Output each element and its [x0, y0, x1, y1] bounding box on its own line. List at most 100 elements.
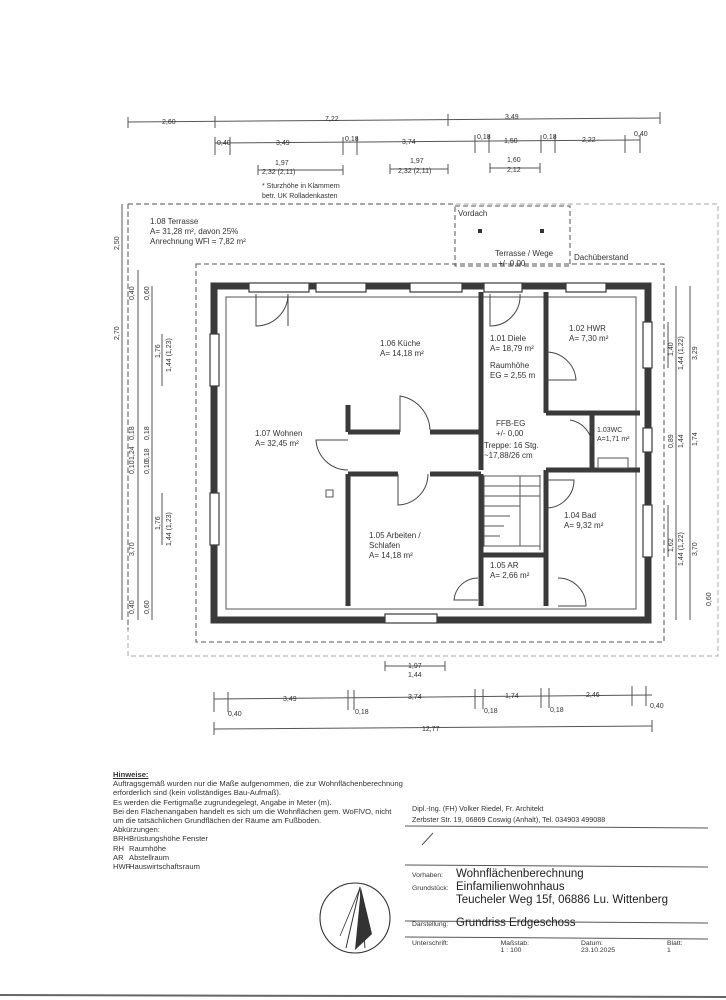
top-dimension-lines	[127, 112, 661, 175]
dim-bottom-r1-2: 1,44	[408, 672, 422, 679]
room-wc-area: A=1,71 m²	[597, 436, 630, 443]
interior-walls	[345, 292, 640, 606]
room-hall-id: 1.01 Diele	[490, 334, 527, 343]
dim-right-7: 1,62	[668, 538, 675, 552]
room-bedroom-name: Schlafen	[369, 541, 400, 550]
roof-overhang-label: Dachüberstand	[574, 253, 628, 262]
dim-right-5: 1,44	[678, 434, 685, 448]
dim-top-r3-2: 2,32 (2,11)	[262, 169, 295, 176]
room-bath-area: A= 9,32 m²	[564, 521, 604, 530]
drawing-value: Grundriss Erdgeschoss	[456, 917, 576, 929]
project-value: Wohnflächenberechnung	[456, 868, 584, 880]
dim-top-r3-6: 2,12	[507, 167, 521, 174]
window-wc	[642, 427, 653, 453]
window-kitchen-mid	[315, 282, 367, 293]
room-wc-id: 1.03WC	[597, 427, 622, 434]
dim-top-r2-8: 2,22	[582, 137, 596, 144]
dim-left-5: 1,76	[155, 344, 162, 358]
architect-name: Dipl.-Ing. (FH) Volker Riedel, Fr. Archi…	[412, 804, 544, 813]
terrace-outline	[127, 203, 719, 657]
room-labels: 1.06 Küche A= 14,18 m² 1.01 Diele A= 18,…	[255, 324, 630, 580]
window-kitchen-right	[409, 282, 463, 293]
dim-top-r3-1: 1,97	[275, 160, 289, 167]
room-kitchen-area: A= 14,18 m²	[380, 349, 424, 358]
scale-value: 1 : 100	[500, 947, 522, 954]
column-marker	[325, 489, 334, 498]
bottom-dimension-lines	[213, 661, 653, 735]
dim-left-7: 0,18	[129, 426, 136, 440]
window-hwr	[565, 282, 607, 293]
notes-panel: Hinweise: Auftragsgemäß wurden nur die M…	[113, 770, 403, 871]
dim-right-3: 3,29	[692, 346, 699, 360]
abbr-key: RH	[113, 843, 124, 853]
windows	[209, 282, 653, 624]
window-bath	[642, 504, 653, 558]
project-label: Vorhaben:	[412, 872, 443, 879]
architect-info: Dipl.-Ing. (FH) Volker Riedel, Fr. Archi…	[412, 803, 605, 825]
dim-top-r2-3: 0,18	[345, 136, 359, 143]
dim-left-10: 0,10	[144, 460, 151, 474]
sturz-note-1: * Sturzhöhe in Klammern	[262, 183, 340, 190]
window-bedroom	[384, 613, 438, 624]
sheet-value: 1	[667, 947, 671, 954]
title-block: Vorhaben: Wohnflächenberechnung Grundstü…	[412, 868, 712, 954]
property-value-2: Teucheler Weg 15f, 06886 Lu. Wittenberg	[456, 894, 669, 906]
room-hall-area: A= 18,79 m²	[490, 344, 534, 353]
canopy-post-left	[478, 229, 482, 233]
room-storage-area: A= 2,66 m²	[490, 571, 530, 580]
property-row: Grundstück: Einfamilienwohnhaus	[412, 881, 712, 894]
notes-paragraph-3: Bei den Flächenangaben handelt es sich u…	[113, 806, 392, 826]
terrace-area: A= 31,28 m², davon 25%	[150, 227, 238, 236]
dim-top-r2-7: 0,18	[543, 134, 557, 141]
right-dimension-texts: 1,40 1,44 (1,22) 3,29 0,89 1,44 1,74 1,6…	[668, 336, 713, 606]
dim-right-9: 3,70	[692, 542, 699, 556]
date-col: Datum:23.10.2025	[581, 940, 641, 954]
dim-bottom-r2-4: 2,46	[586, 692, 600, 699]
dim-top-r3-3: 1,97	[410, 158, 424, 165]
dim-bottom-r3-1: 0,40	[228, 711, 242, 718]
abbr-key: BRH	[113, 834, 130, 844]
abbreviation-row: RH Raumhöhe	[113, 844, 403, 853]
room-bath-id: 1.04 Bad	[564, 511, 596, 520]
notes-paragraph-2: Es werden die Fertigmaße zugrundegelegt,…	[113, 797, 332, 807]
property-value-1: Einfamilienwohnhaus	[456, 881, 565, 893]
stair-ratio: ~17,88/26 cm	[484, 451, 533, 460]
dim-bottom-r3-2: 0,18	[355, 709, 369, 716]
room-living-id: 1.07 Wohnen	[255, 429, 302, 438]
abbr-value: Brüstungshöhe Fenster	[129, 834, 208, 844]
scale-col: Maßstab:1 : 100	[501, 940, 555, 954]
abbr-value: Hauswirtschaftsraum	[129, 862, 200, 872]
dim-top-r3-4: 2,32 (2,11)	[398, 168, 431, 175]
dim-left-12: 0,18	[144, 426, 151, 440]
drawing-row: Darstellung: Grundriss Erdgeschoss	[412, 917, 712, 930]
dim-bottom-total: 12,77	[422, 726, 440, 733]
terrace-paths-label: Terrasse / Wege	[495, 249, 554, 258]
dim-bottom-r3-3: 0,18	[484, 708, 498, 715]
dim-left-4: 2,70	[114, 326, 121, 340]
dim-top-r2-4: 3,74	[402, 139, 416, 146]
signature-col: Unterschrift:	[412, 940, 475, 954]
dim-bottom-r3-4: 0,18	[550, 707, 564, 714]
room-kitchen-id: 1.06 Küche	[380, 339, 421, 348]
dim-right-8: 1,44 (1,22)	[678, 532, 685, 566]
room-hwr-area: A= 7,30 m²	[569, 334, 609, 343]
window-hwr-side	[642, 321, 653, 369]
dim-left-2: 0,40	[129, 286, 136, 300]
north-arrow-icon	[319, 882, 391, 954]
window-kitchen-left	[248, 282, 310, 293]
room-hall-height-label: Raumhöhe	[490, 361, 530, 370]
dim-left-3: 0,60	[144, 286, 151, 300]
vordach-label: Vordach	[458, 209, 487, 218]
room-bedroom-area: A= 14,18 m²	[369, 551, 413, 560]
meta-row: Unterschrift: Maßstab:1 : 100 Datum:23.1…	[412, 940, 712, 954]
left-dimension-lines	[121, 204, 163, 620]
dim-left-17: 0,60	[144, 600, 151, 614]
dim-right-1: 1,40	[668, 342, 675, 356]
dim-bottom-r2-1: 3,49	[283, 696, 297, 703]
abbr-value: Raumhöhe	[129, 843, 167, 853]
dim-top-r2-1: 0,40	[217, 140, 231, 147]
